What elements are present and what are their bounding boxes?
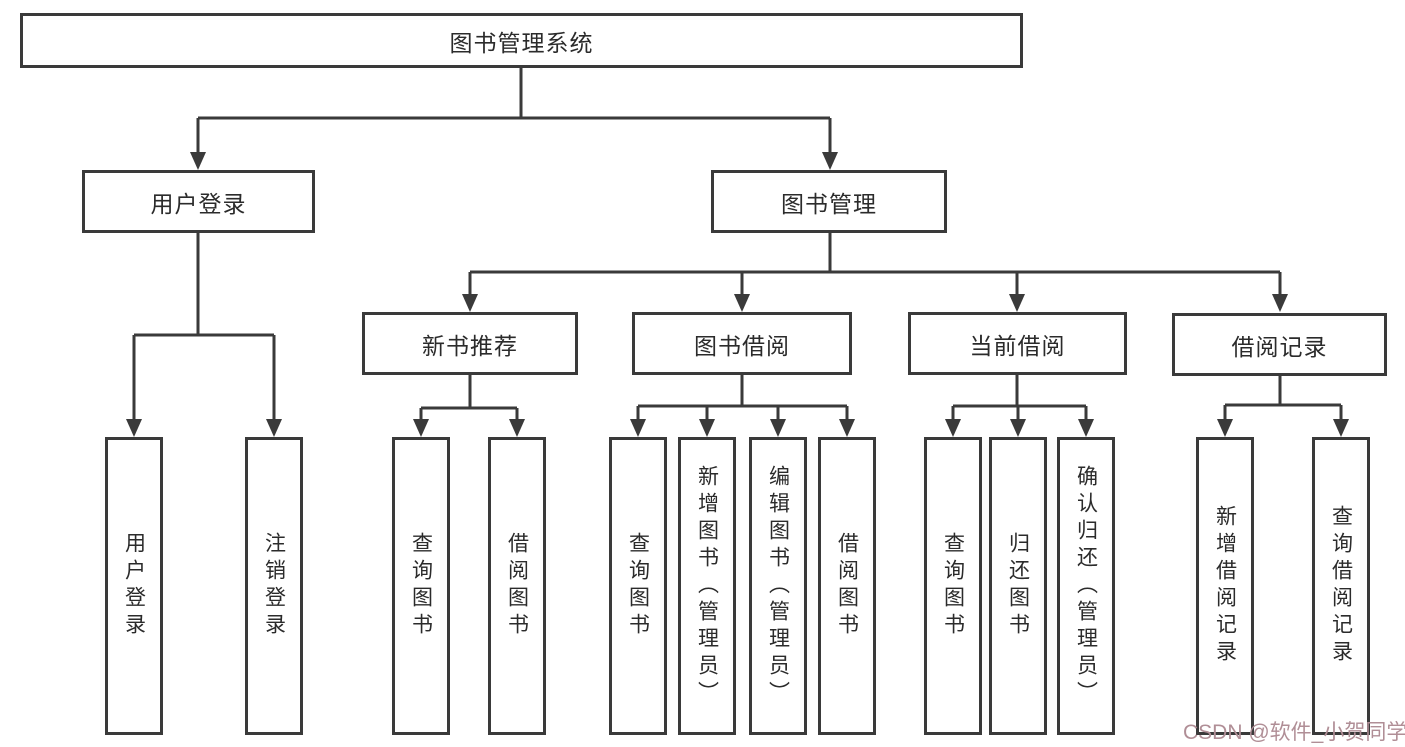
leaf-borrow-books: 借阅图书 xyxy=(818,437,876,735)
connector-currentborrow-to-leaves xyxy=(951,375,1088,421)
node-label: 借阅图书 xyxy=(835,532,859,640)
leaf-query-books-borrow: 查询图书 xyxy=(609,437,667,735)
connector-newbookrec-to-leaves xyxy=(419,375,519,421)
arrowhead-icon xyxy=(1078,419,1094,437)
node-library-management-system: 图书管理系统 xyxy=(20,13,1023,68)
node-label: 确认归还（管理员） xyxy=(1074,464,1098,708)
arrowhead-icon xyxy=(1333,419,1349,437)
arrowhead-icon xyxy=(462,294,478,312)
leaf-add-borrow-record: 新增借阅记录 xyxy=(1196,437,1254,735)
node-label: 当前借阅 xyxy=(969,332,1066,359)
node-book-management: 图书管理 xyxy=(711,170,947,233)
arrowhead-icon xyxy=(509,419,525,437)
leaf-add-books-admin: 新增图书（管理员） xyxy=(678,437,736,735)
arrowhead-icon xyxy=(630,419,646,437)
leaf-edit-books-admin: 编辑图书（管理员） xyxy=(749,437,807,735)
node-label: 注销登录 xyxy=(262,532,286,640)
leaf-logout: 注销登录 xyxy=(245,437,303,735)
node-label: 借阅记录 xyxy=(1231,333,1328,360)
leaf-query-books-recommend: 查询图书 xyxy=(392,437,450,735)
arrowhead-icon xyxy=(190,152,206,170)
arrowhead-icon xyxy=(734,294,750,312)
arrowhead-icon xyxy=(413,419,429,437)
connector-borrowrecord-to-leaves xyxy=(1223,376,1343,421)
node-label: 新增借阅记录 xyxy=(1213,505,1237,667)
node-label: 查询图书 xyxy=(409,532,433,640)
node-label: 编辑图书（管理员） xyxy=(766,464,790,708)
node-borrow-record: 借阅记录 xyxy=(1172,313,1387,376)
node-label: 图书管理系统 xyxy=(449,29,594,56)
arrowhead-icon xyxy=(945,419,961,437)
leaf-return-books: 归还图书 xyxy=(989,437,1047,735)
arrowhead-icon xyxy=(1009,294,1025,312)
csdn-watermark: CSDN @软件_小贺同学 xyxy=(1183,721,1405,744)
node-label: 查询借阅记录 xyxy=(1329,505,1353,667)
node-new-book-recommend: 新书推荐 xyxy=(362,312,578,375)
node-label: 图书管理 xyxy=(781,190,877,217)
leaf-user-login: 用户登录 xyxy=(105,437,163,735)
node-current-borrow: 当前借阅 xyxy=(908,312,1127,375)
node-book-borrow: 图书借阅 xyxy=(632,312,852,375)
arrowhead-icon xyxy=(1217,419,1233,437)
node-label: 用户登录 xyxy=(150,190,247,217)
leaf-query-books-current: 查询图书 xyxy=(924,437,982,735)
node-label: 用户登录 xyxy=(122,532,146,640)
node-label: 新书推荐 xyxy=(422,332,518,359)
arrowhead-icon xyxy=(1272,294,1288,312)
connector-userlogin-to-leaves xyxy=(132,233,276,421)
arrowhead-icon xyxy=(699,419,715,437)
leaf-confirm-return-admin: 确认归还（管理员） xyxy=(1057,437,1115,735)
node-label: 归还图书 xyxy=(1006,532,1030,640)
arrowhead-icon xyxy=(126,419,142,437)
arrowhead-icon xyxy=(822,152,838,170)
connector-bookborrow-to-leaves xyxy=(636,375,849,421)
leaf-borrow-books-recommend: 借阅图书 xyxy=(488,437,546,735)
arrowhead-icon xyxy=(1010,419,1026,437)
arrowhead-icon xyxy=(266,419,282,437)
node-label: 图书借阅 xyxy=(694,332,790,359)
node-label: 查询图书 xyxy=(941,532,965,640)
connector-bookmgmt-to-level3 xyxy=(468,233,1282,296)
arrowheads xyxy=(126,152,1349,437)
arrowhead-icon xyxy=(839,419,855,437)
leaf-query-borrow-record: 查询借阅记录 xyxy=(1312,437,1370,735)
node-label: 借阅图书 xyxy=(505,532,529,640)
node-label: 新增图书（管理员） xyxy=(695,464,719,708)
arrowhead-icon xyxy=(770,419,786,437)
node-label: 查询图书 xyxy=(626,532,650,640)
connector-root-to-level2 xyxy=(196,68,832,154)
node-user-login: 用户登录 xyxy=(82,170,315,233)
